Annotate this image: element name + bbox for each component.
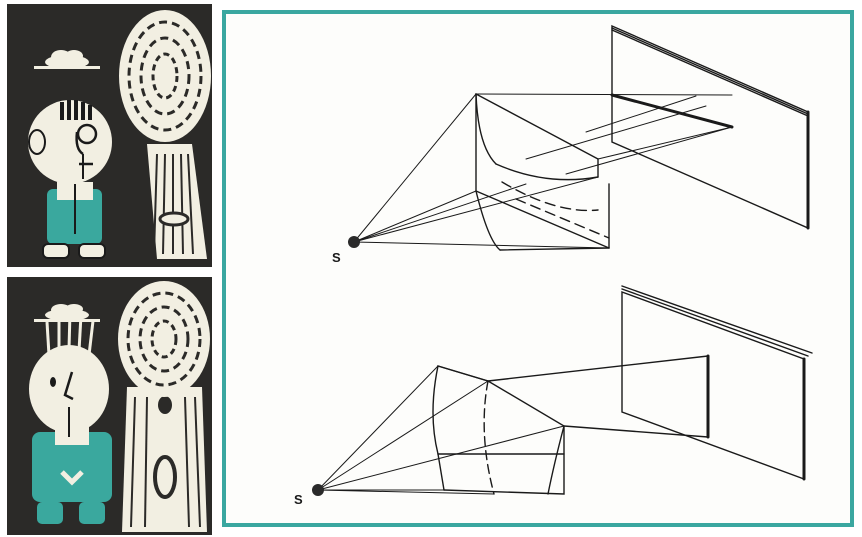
screen-bottom <box>622 286 812 479</box>
optics-line-drawing <box>226 14 850 523</box>
crossed-cylinder-lenses-bottom <box>433 356 708 494</box>
boy-figure-stretched <box>29 312 112 524</box>
cartoon-panel-astigmatic-view <box>7 277 212 535</box>
tree-icon <box>119 10 211 259</box>
source-label-bottom: S <box>294 492 303 507</box>
cylindrical-lens-top <box>476 94 609 250</box>
cartoon-illustration-normal <box>7 4 212 267</box>
light-source-top <box>348 236 360 248</box>
cartoon-panel-normal-view <box>7 4 212 267</box>
source-label-top: S <box>332 250 341 265</box>
cloud-icon <box>34 50 100 69</box>
light-source-bottom <box>312 484 324 496</box>
rays-top <box>354 94 732 248</box>
boy-figure <box>28 100 112 258</box>
cloud-icon <box>34 304 100 322</box>
astigmatism-optics-diagram: S S <box>222 10 854 527</box>
tree-icon <box>118 281 210 532</box>
cartoon-illustration-astigmatic <box>7 277 212 535</box>
screen-top <box>612 26 808 228</box>
